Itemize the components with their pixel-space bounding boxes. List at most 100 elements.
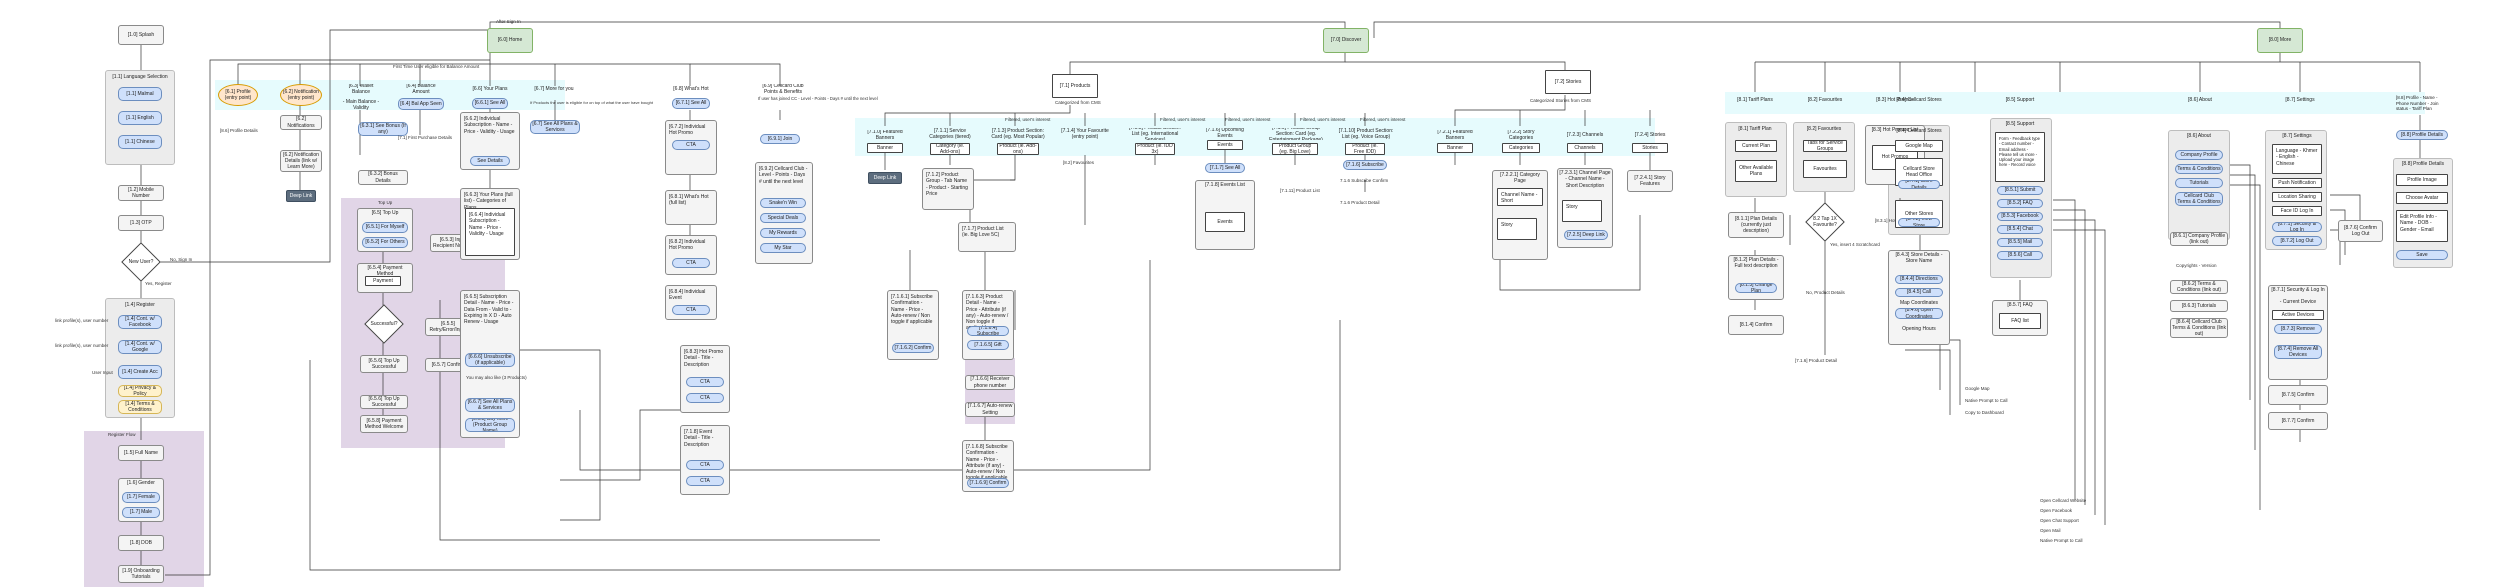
language-chinese-button[interactable]: [1.1] Chinese [118,135,162,149]
events-see-all-button[interactable]: [7.1.7] See All [1205,163,1245,173]
product-group-item[interactable]: Product Group (eg. Big Love) [1272,143,1318,155]
language-malmal-button[interactable]: [1.1] Malmal [118,87,162,101]
see-all-services-button[interactable]: [6.7] See All Plans & Services [530,120,580,134]
remove-all-devices-button[interactable]: [8.7.4] Remove All Devices [2274,345,2322,359]
current-plan-box[interactable]: Current Plan [1735,140,1777,152]
choose-avatar-box[interactable]: Choose Avatar [2396,192,2448,204]
plans-see-details-button[interactable]: See Details [470,156,510,166]
subscription-confirm-2-button[interactable]: [7.1.6.9] Confirm [967,478,1009,488]
language-setting[interactable]: Language - Khmer - English - Chinese [2272,144,2322,174]
hot-detail-cta-1[interactable]: CTA [686,377,724,387]
channel-story-box[interactable]: Story [1562,200,1602,222]
category-item[interactable]: Category (ie. Add-ons) [930,143,970,155]
product-card-item[interactable]: Product (ie. Add-ons) [997,143,1039,155]
support-faq-button[interactable]: [8.5.2] FAQ [1997,199,2043,208]
tutorials-button[interactable]: Tutorials [2175,178,2223,188]
support-submit-button[interactable]: [8.5.1] Submit [1997,186,2043,195]
support-mail-button[interactable]: [8.5.5] Mail [1997,238,2043,247]
cellcard-terms-button[interactable]: Cellcard Club Terms & Conditions [2175,192,2223,206]
subscription-confirm-button[interactable]: [7.1.6.2] Confirm [892,343,934,353]
stores-google-map[interactable]: Google Map [1895,140,1943,152]
store-details-button[interactable]: [8.4.1] Store Details [1898,180,1940,189]
product-subscribe-button[interactable]: [7.1.6.4] Subscribe [967,326,1009,336]
profile-image-box[interactable]: Profile Image [2396,174,2448,186]
stories-item[interactable]: Stories [1632,143,1668,153]
support-call-button[interactable]: [8.5.6] Call [1997,251,2043,260]
see-bonus-button[interactable]: [6.3.1] See Bonus (If any) [358,122,408,136]
continue-google-button[interactable]: [1.4] Cont. w/ Google [118,340,162,354]
cellcard-club-label: [6.9] Cellcard Club Points & Benefits [762,84,804,94]
stories-deep-link-button[interactable]: [7.2.5] Deep Link [1564,230,1608,240]
hot-promo-cta-2[interactable]: CTA [672,258,710,268]
cellcard-club-2-label: [6.9.2] Cellcard Club - Level - Points -… [759,166,808,185]
store-directions-button[interactable]: [8.4.4] Directions [1895,275,1943,284]
company-profile-button[interactable]: Company Profile [2175,150,2223,160]
product-list-item[interactable]: Product (ie. IDD 3x) [1135,143,1175,155]
edit-profile-box[interactable]: Edit Profile Info - Name - DOB - Gender … [2396,210,2448,242]
profile-details-button[interactable]: [8.8] Profile Details [2396,130,2448,140]
cc-join-button[interactable]: [6.9.1] Join [760,134,800,144]
discover-deep-link-button[interactable]: Deep Link [868,172,902,184]
discover-root[interactable]: [7.0] Discover [1323,28,1369,53]
payment-field[interactable]: Payment [365,276,401,286]
log-out-button[interactable]: [8.7.2] Log Out [2272,236,2322,246]
view-store-button[interactable]: [8.4.2] View Store [1898,218,1940,227]
subscribe-button[interactable]: [7.1.6] Subscribe [1343,160,1387,170]
for-myself-button[interactable]: [6.5.1] For Myself [362,222,408,233]
events-list-item[interactable]: Events [1205,212,1245,232]
event-detail-cta-1[interactable]: CTA [686,460,724,470]
security-login-button[interactable]: [8.7.1] Security & Log In [2272,222,2322,232]
whats-hot-see-all-button[interactable]: [6.7.1] See All [672,98,710,109]
unsubscribe-button[interactable]: [6.6.6] Unsubscribe (if applicable) [465,353,515,367]
create-account-button[interactable]: [1.4] Create Acc [118,365,162,379]
notification-entry-point[interactable]: [6.2] Notification (entry point) [280,84,322,106]
my-star-button[interactable]: My Star [760,243,806,253]
buy-more-button[interactable]: [6.6.8] Buy More (Product Group Name) [465,418,515,432]
event-cta[interactable]: CTA [672,305,710,315]
language-english-button[interactable]: [1.1] English [118,111,162,125]
plans-see-all-button[interactable]: [6.6.1] See All [472,98,508,109]
face-id-setting[interactable]: Face ID Log In [2272,206,2322,216]
channels-item[interactable]: Channels [1567,143,1603,153]
more-root[interactable]: [8.0] More [2257,28,2303,53]
for-others-button[interactable]: [6.5.2] For Others [362,237,408,248]
open-coordinates-button[interactable]: [8.4.6] Open Coordinates [1895,308,1943,319]
profile-save-button[interactable]: Save [2396,250,2448,260]
profile-entry-point[interactable]: [6.1] Profile (entry point) [218,84,258,106]
home-deep-link-button[interactable]: Deep Link [286,190,316,202]
female-option[interactable]: [1.7] Female [122,492,160,503]
event-detail-cta-2[interactable]: CTA [686,476,724,486]
terms-link[interactable]: [1.4] Terms & Conditions [118,400,162,414]
events-item[interactable]: Events [1207,140,1243,150]
privacy-policy-link[interactable]: [1.4] Privacy & Policy [118,385,162,397]
home-root[interactable]: [6.0] Home [487,28,533,53]
change-plan-button[interactable]: [8.1.3] Change Plan [1735,283,1777,293]
special-deals-button[interactable]: Special Deals [760,213,806,223]
remove-device-button[interactable]: [8.7.3] Remove [2274,324,2322,334]
hot-promo-cta-1[interactable]: CTA [672,140,710,150]
story-category-item[interactable]: Categories [1502,143,1540,153]
store-call-button[interactable]: [8.4.5] Call [1895,288,1943,297]
active-devices-box[interactable]: Active Devices [2272,310,2324,320]
favourites-list-box[interactable]: Favourites [1803,160,1847,178]
balance-app-seen-button[interactable]: [6.4] Bal App Seen [398,98,444,110]
service-group-tabs[interactable]: Tabs for Service Groups [1803,140,1847,152]
about-terms-button[interactable]: Terms & Conditions [2175,164,2223,174]
my-rewards-button[interactable]: My Rewards [760,228,806,238]
male-option[interactable]: [1.7] Male [122,507,160,518]
support-chat-button[interactable]: [8.5.4] Chat [1997,225,2043,234]
hot-detail-cta-2[interactable]: CTA [686,393,724,403]
banner-item[interactable]: Banner [867,143,903,153]
continue-facebook-button[interactable]: [1.4] Cont. w/ Facebook [118,315,162,329]
stories-banner-item[interactable]: Banner [1437,143,1473,153]
product-item-free-idd[interactable]: Product (ie. Free IDD) [1345,143,1385,155]
location-sharing-setting[interactable]: Location Sharing [2272,192,2322,202]
support-form[interactable]: Form - Feedback type - Contact number - … [1995,132,2045,182]
snake-win-button[interactable]: Snake'n Win [760,198,806,208]
support-facebook-button[interactable]: [8.5.3] Facebook [1997,212,2043,221]
other-plans-box[interactable]: Other Available Plans [1735,160,1777,182]
gift-button[interactable]: [7.1.6.5] Gift [967,340,1009,350]
story-box[interactable]: Story [1497,218,1537,240]
push-notification-setting[interactable]: Push Notification [2272,178,2322,188]
see-all-plans-button[interactable]: [6.6.7] See All Plans & Services [465,398,515,412]
